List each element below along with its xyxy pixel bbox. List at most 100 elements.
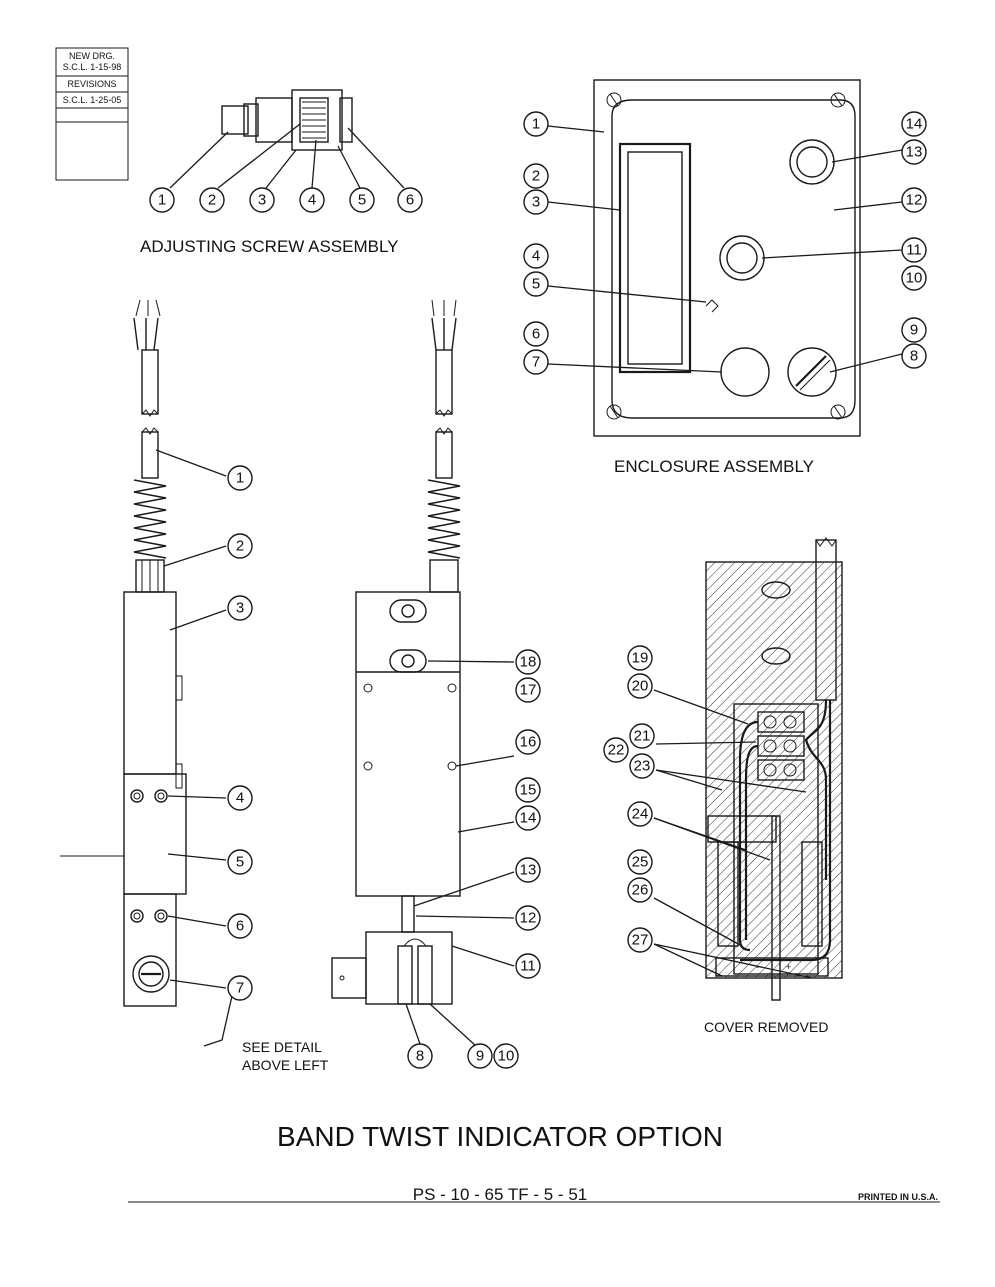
front-callout-13: 13 — [515, 857, 541, 883]
enc-callout-3: 3 — [523, 189, 549, 215]
svg-text:10: 10 — [906, 270, 923, 287]
adj-callout-4: 4 — [299, 187, 325, 213]
svg-text:3: 3 — [236, 600, 244, 617]
enc-callout-13: 13 — [901, 139, 927, 165]
svg-text:-: - — [756, 962, 759, 972]
enc-callout-9: 9 — [901, 317, 927, 343]
adjusting-callouts: 1 2 3 4 5 6 — [149, 187, 423, 213]
caption-enclosure: ENCLOSURE ASSEMBLY — [614, 457, 814, 476]
side-callout-7: 7 — [227, 975, 253, 1001]
enc-callout-7: 7 — [523, 349, 549, 375]
side-view-drawing — [60, 299, 187, 1007]
svg-text:27: 27 — [632, 932, 649, 949]
svg-text:22: 22 — [608, 742, 625, 759]
svg-text:12: 12 — [520, 910, 537, 927]
side-callout-3: 3 — [227, 595, 253, 621]
svg-text:4: 4 — [308, 192, 316, 209]
svg-text:4: 4 — [236, 790, 244, 807]
svg-text:20: 20 — [632, 678, 649, 695]
footer-part-numbers: PS - 10 - 65 TF - 5 - 51 — [413, 1185, 587, 1204]
svg-text:10: 10 — [498, 1048, 515, 1065]
side-callout-4: 4 — [227, 785, 253, 811]
enc-callout-6: 6 — [523, 321, 549, 347]
svg-text:14: 14 — [906, 116, 923, 133]
svg-text:19: 19 — [632, 650, 649, 667]
svg-text:26: 26 — [632, 882, 649, 899]
cover-callout-19: 19 — [627, 645, 653, 671]
front-callout-15: 15 — [515, 777, 541, 803]
svg-text:15: 15 — [520, 782, 537, 799]
svg-text:1: 1 — [158, 192, 166, 209]
svg-text:7: 7 — [236, 980, 244, 997]
footer-printed: PRINTED IN U.S.A. — [858, 1192, 938, 1202]
side-view-callouts: 1 2 3 4 5 6 7 — [227, 465, 253, 1001]
front-callout-16: 16 — [515, 729, 541, 755]
svg-text:2: 2 — [208, 192, 216, 209]
svg-text:8: 8 — [416, 1048, 424, 1065]
svg-text:23: 23 — [634, 758, 651, 775]
side-callout-5: 5 — [227, 849, 253, 875]
svg-text:11: 11 — [520, 958, 536, 975]
rev-line-4: S.C.L. 1-25-05 — [63, 95, 122, 105]
rev-line-2: S.C.L. 1-15-98 — [63, 62, 122, 72]
caption-adjusting: ADJUSTING SCREW ASSEMBLY — [140, 237, 399, 256]
svg-text:9: 9 — [476, 1048, 484, 1065]
enc-callout-4: 4 — [523, 243, 549, 269]
front-callout-18: 18 — [515, 649, 541, 675]
front-view-leaders — [405, 660, 515, 1047]
svg-text:3: 3 — [258, 192, 266, 209]
svg-text:6: 6 — [406, 192, 414, 209]
svg-text:8: 8 — [910, 348, 918, 365]
see-detail-line-2: ABOVE LEFT — [242, 1057, 329, 1073]
rev-line-1: NEW DRG. — [69, 51, 115, 61]
cover-callout-21: 21 — [629, 723, 655, 749]
front-callout-17: 17 — [515, 677, 541, 703]
cover-callout-22: 22 — [603, 737, 629, 763]
front-callout-9: 9 — [467, 1043, 493, 1069]
svg-text:21: 21 — [634, 728, 651, 745]
adj-callout-6: 6 — [397, 187, 423, 213]
cover-removed-drawing: - + — [705, 537, 843, 1001]
svg-text:17: 17 — [520, 682, 537, 699]
side-callout-2: 2 — [227, 533, 253, 559]
cover-callout-20: 20 — [627, 673, 653, 699]
adjusting-screw-drawing — [221, 89, 353, 151]
svg-text:2: 2 — [236, 538, 244, 555]
svg-text:9: 9 — [910, 322, 918, 339]
svg-text:11: 11 — [906, 242, 922, 259]
revision-block: NEW DRG. S.C.L. 1-15-98 REVISIONS S.C.L.… — [55, 47, 129, 181]
side-view-leaders — [155, 449, 233, 1047]
svg-text:25: 25 — [632, 854, 649, 871]
front-callout-10: 10 — [493, 1043, 519, 1069]
enc-callout-14: 14 — [901, 111, 927, 137]
front-callout-11: 11 — [515, 953, 541, 979]
enc-callout-8: 8 — [901, 343, 927, 369]
adj-callout-5: 5 — [349, 187, 375, 213]
svg-text:13: 13 — [906, 144, 923, 161]
cover-callout-24: 24 — [627, 801, 653, 827]
svg-text:+: + — [786, 962, 791, 972]
cover-removed-callouts: 19 20 21 22 23 24 25 26 27 — [603, 645, 655, 953]
svg-text:7: 7 — [532, 354, 540, 371]
caption-cover-removed: COVER REMOVED — [704, 1019, 828, 1035]
enclosure-callouts: 1 2 3 4 5 6 7 8 9 10 11 12 13 14 — [523, 111, 927, 375]
enc-callout-12: 12 — [901, 187, 927, 213]
rev-line-3: REVISIONS — [67, 79, 116, 89]
svg-text:5: 5 — [236, 854, 244, 871]
svg-text:1: 1 — [532, 116, 540, 133]
svg-text:13: 13 — [520, 862, 537, 879]
svg-text:24: 24 — [632, 806, 649, 823]
front-callout-12: 12 — [515, 905, 541, 931]
svg-text:2: 2 — [532, 168, 540, 185]
cover-callout-25: 25 — [627, 849, 653, 875]
enc-callout-11: 11 — [901, 237, 927, 263]
enclosure-drawing — [593, 79, 861, 437]
front-view-drawing — [331, 299, 461, 1005]
see-detail-line-1: SEE DETAIL — [242, 1039, 322, 1055]
adj-callout-1: 1 — [149, 187, 175, 213]
cover-callout-26: 26 — [627, 877, 653, 903]
adj-callout-2: 2 — [199, 187, 225, 213]
adjusting-leaders — [169, 123, 405, 189]
svg-text:18: 18 — [520, 654, 537, 671]
